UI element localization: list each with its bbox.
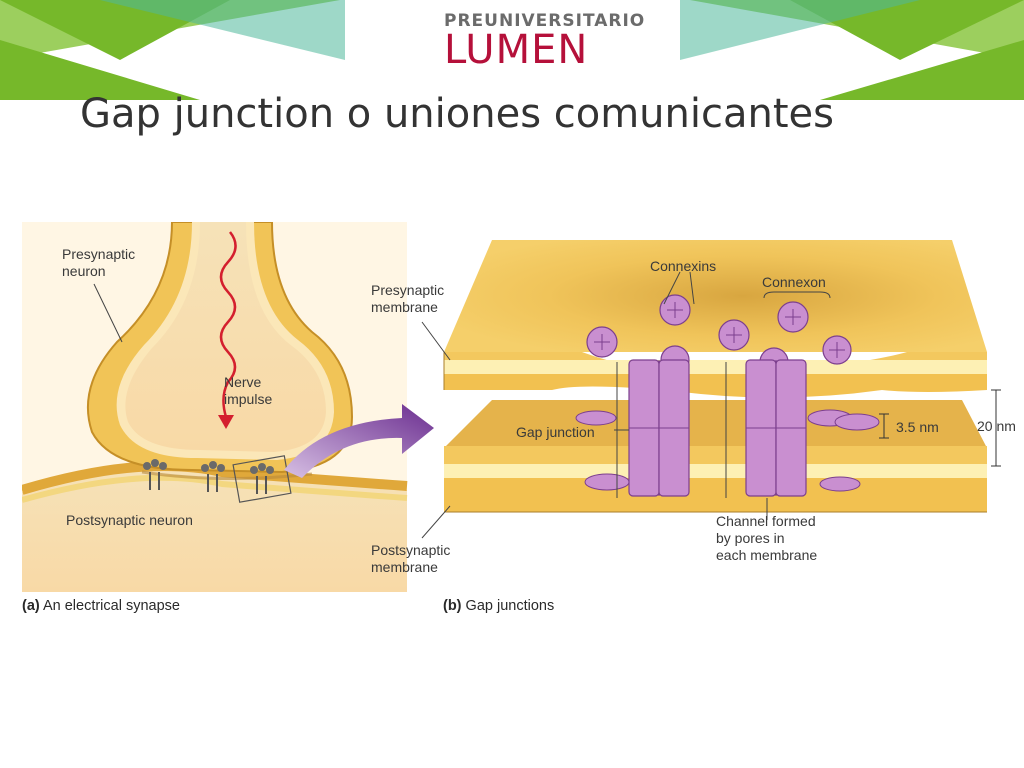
caption-b-text: Gap junctions [461, 598, 555, 614]
logo-name: LUMEN [444, 27, 589, 73]
label-presynaptic-membrane: Presynaptic membrane [371, 282, 445, 315]
label-channel: Channel formed by pores in each membrane [716, 513, 818, 563]
logo-subtitle: PREUNIVERSITARIO [444, 11, 646, 31]
caption-a-text: An electrical synapse [39, 598, 180, 614]
label-gap-width: 3.5 nm [896, 419, 939, 435]
label-presynaptic-neuron: Presynaptic neuron [62, 246, 136, 279]
caption-a-letter: (a) [22, 598, 40, 614]
caption-panel-b: (b) Gap junctions [443, 598, 554, 614]
magnify-arrow [284, 404, 434, 478]
panel-b-gap-junctions [421, 240, 1001, 539]
label-postsynaptic-neuron: Postsynaptic neuron [66, 512, 193, 528]
caption-b-letter: (b) [443, 598, 462, 614]
panel-a-electrical-synapse [22, 222, 408, 592]
slide-title: Gap junction o uniones comunicantes [80, 91, 834, 137]
label-total-width: 20 nm [977, 418, 1016, 434]
label-connexins: Connexins [650, 258, 717, 274]
label-nerve-impulse: Nerve impulse [224, 374, 273, 407]
label-connexon: Connexon [762, 274, 826, 290]
label-gap-junction: Gap junction [516, 424, 595, 440]
header-decoration [0, 0, 1024, 100]
gap-junction-figure: Presynaptic neuron Nerve impulse Postsyn… [22, 222, 1024, 622]
caption-panel-a: (a) An electrical synapse [22, 598, 180, 614]
figure-illustration [22, 222, 1001, 592]
label-postsynaptic-membrane: Postsynaptic membrane [371, 542, 451, 575]
